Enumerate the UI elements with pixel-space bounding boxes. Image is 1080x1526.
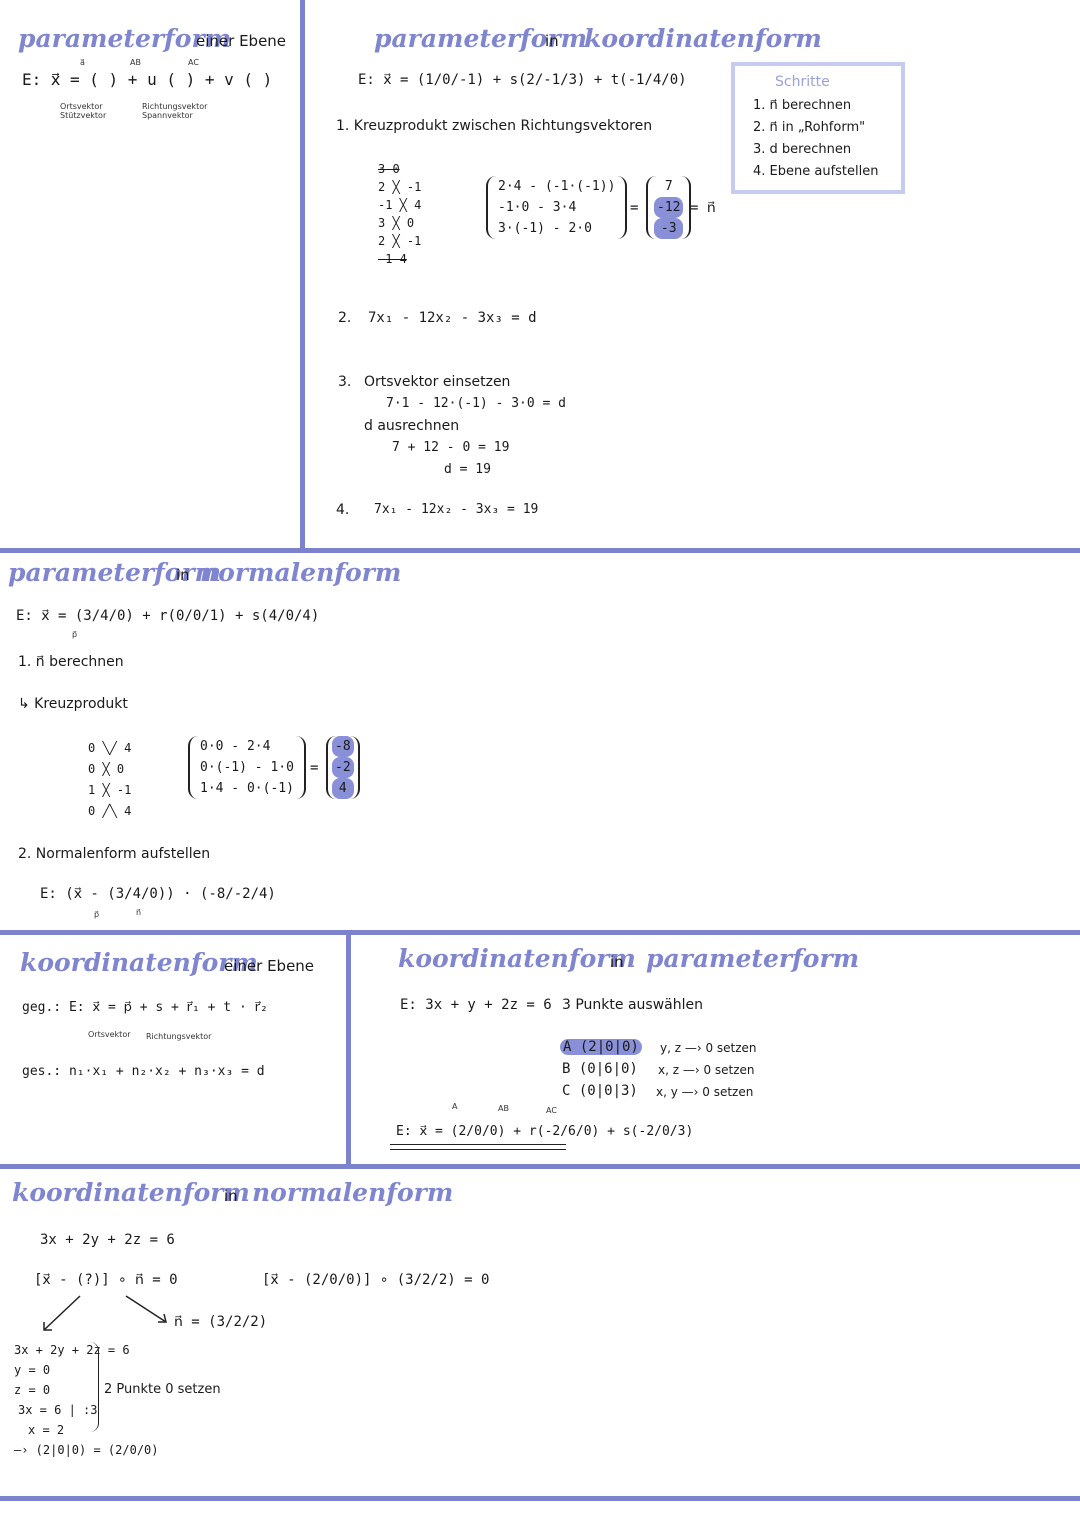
label-ac: AC [188, 58, 199, 67]
steps-box-item: 4. Ebene aufstellen [753, 164, 879, 179]
cross-scheme: 3 0 2 ╳ -1 -1 ╳ 4 3 ╳ 0 2 ╳ -1 -1 4 [378, 162, 422, 266]
label-ab: AB [130, 58, 141, 67]
equals-sign: = [630, 200, 639, 216]
step-3-d-label: d ausrechnen [364, 418, 460, 434]
brace-note: 2 Punkte 0 setzen [104, 1382, 221, 1397]
plane-equation: E: x⃗ = (3/4/0) + r(0/0/1) + s(4/0/4) [16, 608, 320, 624]
section-title-in: in [610, 953, 624, 971]
rule-c: x, y —› 0 setzen [656, 1085, 754, 1099]
section-title-in: in [176, 566, 190, 584]
coordinate-equation: 3x + 2y + 2z = 6 [40, 1232, 175, 1248]
step-1: 1. n⃗ berechnen [18, 654, 124, 670]
p-label-2: p⃗ [94, 910, 100, 919]
section-subtitle: einer Ebene [224, 957, 315, 975]
cross-product-matrix: 0·0 - 2·4 0·(-1) - 1·0 1·4 - 0·(-1) [188, 736, 306, 799]
step-3-label: Ortsvektor einsetzen [364, 374, 511, 390]
section-title-in: in [224, 1187, 238, 1205]
divider-vertical-top [300, 0, 305, 548]
section-subtitle: einer Ebene [196, 32, 287, 50]
point-a: A (2|0|0) [560, 1039, 642, 1055]
branch-arrows [43, 1295, 167, 1331]
n-vector-label: = n⃗ [690, 200, 716, 216]
cross-scheme: 0 ╲╱ 4 0 ╳ 0 1 ╳ -1 0 ╱╲ 4 [88, 741, 132, 818]
result-normal-form: [x⃗ - (2/0/0)] ∘ (3/2/2) = 0 [262, 1272, 490, 1288]
note-ortsvektor: Ortsvektor [88, 1030, 131, 1039]
section-title-2: parameterform [646, 944, 860, 973]
note-richtungsvektor: Richtungsvektor [146, 1032, 212, 1041]
step-3-number: 3. [338, 374, 352, 390]
double-underline [390, 1144, 566, 1150]
normal-vector: n⃗ = (3/2/2) [174, 1314, 268, 1330]
steps-box-item: 1. n⃗ berechnen [753, 98, 852, 113]
normal-vector-result: -8 -2 4 [326, 736, 360, 799]
note-ortsvektor: Ortsvektor Stützvektor [60, 102, 107, 120]
parameter-equation: E: x⃗ = (2/0/0) + r(-2/6/0) + s(-2/0/3) [396, 1124, 694, 1139]
plane-equation: E: 3x + y + 2z = 6 [400, 997, 552, 1013]
normal-form-template: [x⃗ - (?)] ∘ n⃗ = 0 [34, 1272, 178, 1288]
steps-box-title: Schritte [775, 74, 830, 90]
divider-horizontal-2 [0, 930, 1080, 935]
section-title: parameterform [18, 24, 232, 53]
divider-vertical-mid [346, 930, 351, 1165]
step-1: 1. Kreuzprodukt zwischen Richtungsvektor… [336, 118, 653, 134]
step-4-equation: 7x₁ - 12x₂ - 3x₃ = 19 [374, 502, 539, 517]
section-title: koordinatenform [12, 1178, 250, 1207]
brace [90, 1342, 99, 1432]
label-a: A [452, 1102, 458, 1111]
point-b: B (0|6|0) [562, 1061, 638, 1077]
section-title: koordinatenform [398, 944, 636, 973]
step-1-sub: ↳ Kreuzprodukt [18, 696, 128, 712]
step-2: 2. Normalenform aufstellen [18, 846, 211, 862]
section-title-2: normalenform [252, 1178, 454, 1207]
label-a: a⃗ [80, 58, 85, 67]
label-ac: AC [546, 1106, 557, 1115]
p-label: p⃗ [72, 630, 78, 639]
steps-box-item: 3. d berechnen [753, 142, 852, 157]
equals-sign: = [310, 760, 319, 776]
divider-horizontal-3 [0, 1164, 1080, 1169]
section-title: parameterform [374, 24, 588, 53]
step-3-calculation: 7 + 12 - 0 = 19 [392, 440, 510, 455]
rule-b: x, z —› 0 setzen [658, 1063, 755, 1077]
given-equation: geg.: E: x⃗ = p⃗ + s + r⃗₁ + t · r⃗₂ [22, 1000, 268, 1015]
section-title-in: in [545, 32, 559, 50]
steps-box-item: 2. n⃗ in „Rohform" [753, 120, 866, 135]
section-title: parameterform [8, 558, 222, 587]
plane-equation: E: x⃗ = (1/0/-1) + s(2/-1/3) + t(-1/4/0) [358, 72, 687, 88]
n-label-2: n⃗ [136, 908, 142, 917]
point-c: C (0|0|3) [562, 1083, 638, 1099]
calculation-steps: 3x + 2y + 2z = 6 y = 0 z = 0 3x = 6 | :3… [14, 1343, 159, 1457]
step-3-result: d = 19 [444, 462, 491, 477]
divider-horizontal-4 [0, 1496, 1080, 1501]
step-2-number: 2. [338, 310, 352, 326]
plane-equation: E: x⃗ = ( ) + u ( ) + v ( ) [22, 70, 273, 89]
sought-equation: ges.: n₁·x₁ + n₂·x₂ + n₃·x₃ = d [22, 1064, 265, 1079]
section-title-2: normalenform [200, 558, 402, 587]
step-3-substitution: 7·1 - 12·(-1) - 3·0 = d [386, 396, 567, 411]
note-richtungsvektor: Richtungsvektor Spannvektor [142, 102, 208, 120]
section-title-2: koordinatenform [584, 24, 822, 53]
step-2-equation: 7x₁ - 12x₂ - 3x₃ = d [368, 310, 537, 326]
pick-points: 3 Punkte auswählen [562, 997, 703, 1013]
divider-horizontal-1 [0, 548, 1080, 553]
cross-product-matrix: 2·4 - (-1·(-1)) -1·0 - 3·4 3·(-1) - 2·0 [486, 176, 628, 239]
label-ab: AB [498, 1104, 509, 1113]
rule-a: y, z —› 0 setzen [660, 1041, 757, 1055]
section-title: koordinatenform [20, 948, 258, 977]
normal-vector-result: 7 -12 -3 [646, 176, 692, 239]
step-4-number: 4. [336, 502, 350, 518]
steps-box: Schritte 1. n⃗ berechnen 2. n⃗ in „Rohfo… [731, 62, 905, 194]
normal-form-equation: E: (x⃗ - (3/4/0)) · (-8/-2/4) [40, 886, 276, 902]
